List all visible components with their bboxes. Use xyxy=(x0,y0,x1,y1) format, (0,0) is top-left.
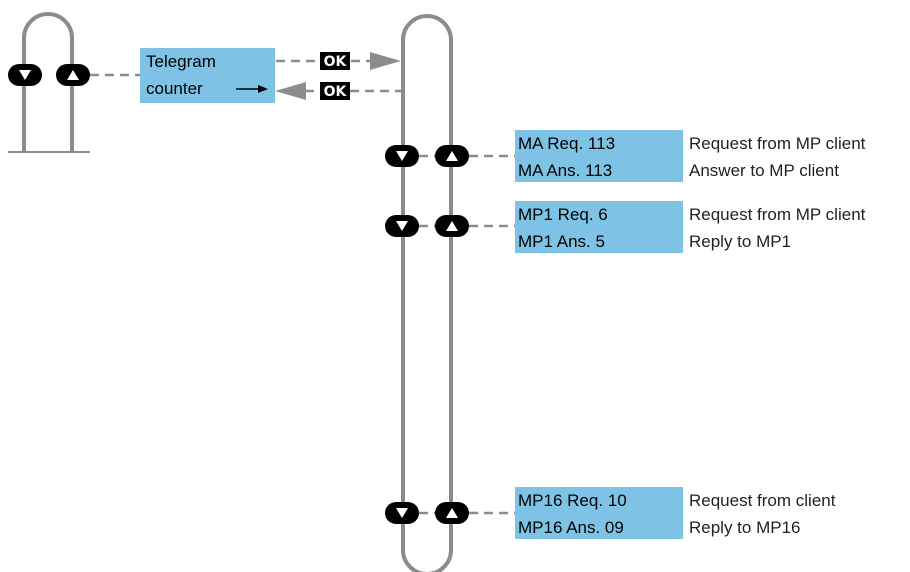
menu-row-mp1: MP1 Req. 6 MP1 Ans. 5 Request from MP cl… xyxy=(385,201,866,253)
down-button[interactable] xyxy=(385,502,419,524)
lcd-line1: MP1 Req. 6 xyxy=(518,205,608,224)
telegram-counter-line1: Telegram xyxy=(146,52,216,71)
up-triangle-icon xyxy=(446,151,458,161)
lcd-line2: MP1 Ans. 5 xyxy=(518,232,605,251)
description-line1: Request from client xyxy=(689,491,836,510)
left-down-button[interactable] xyxy=(8,64,42,86)
description-line1: Request from MP client xyxy=(689,205,866,224)
down-triangle-icon xyxy=(396,221,408,231)
arrow-left-icon xyxy=(275,82,306,100)
arrow-right-icon xyxy=(370,52,401,70)
left-up-button[interactable] xyxy=(56,64,90,86)
up-button[interactable] xyxy=(435,502,469,524)
ok-back-arrow: OK xyxy=(275,82,401,100)
up-button[interactable] xyxy=(435,215,469,237)
menu-row-mp16: MP16 Req. 10 MP16 Ans. 09 Request from c… xyxy=(385,487,836,539)
lcd-line2: MA Ans. 113 xyxy=(518,161,612,180)
down-triangle-icon xyxy=(396,151,408,161)
description-line2: Reply to MP16 xyxy=(689,518,801,537)
lcd-display xyxy=(515,201,683,253)
lcd-line1: MP16 Req. 10 xyxy=(518,491,627,510)
down-button[interactable] xyxy=(385,215,419,237)
up-triangle-icon xyxy=(446,221,458,231)
lcd-line1: MA Req. 113 xyxy=(518,134,615,153)
telegram-counter-display: Telegram counter xyxy=(140,48,275,103)
lcd-display xyxy=(515,130,683,182)
enter-arrow-icon xyxy=(236,85,268,93)
left-menu-rail xyxy=(8,12,90,153)
down-button[interactable] xyxy=(385,145,419,167)
description-line1: Request from MP client xyxy=(689,134,866,153)
description-line2: Answer to MP client xyxy=(689,161,839,180)
up-triangle-icon xyxy=(67,70,79,80)
lcd-display xyxy=(515,487,683,539)
up-triangle-icon xyxy=(446,508,458,518)
down-triangle-icon xyxy=(19,70,31,80)
up-button[interactable] xyxy=(435,145,469,167)
telegram-counter-line2: counter xyxy=(146,79,203,98)
main-menu-rail xyxy=(401,14,453,572)
ok-button-label: OK xyxy=(324,54,348,70)
description-line2: Reply to MP1 xyxy=(689,232,791,251)
menu-row-ma: MA Req. 113 MA Ans. 113 Request from MP … xyxy=(385,130,866,182)
ok-forward-arrow: OK xyxy=(276,52,401,70)
down-triangle-icon xyxy=(396,508,408,518)
lcd-line2: MP16 Ans. 09 xyxy=(518,518,624,537)
ok-button-label: OK xyxy=(324,84,348,100)
